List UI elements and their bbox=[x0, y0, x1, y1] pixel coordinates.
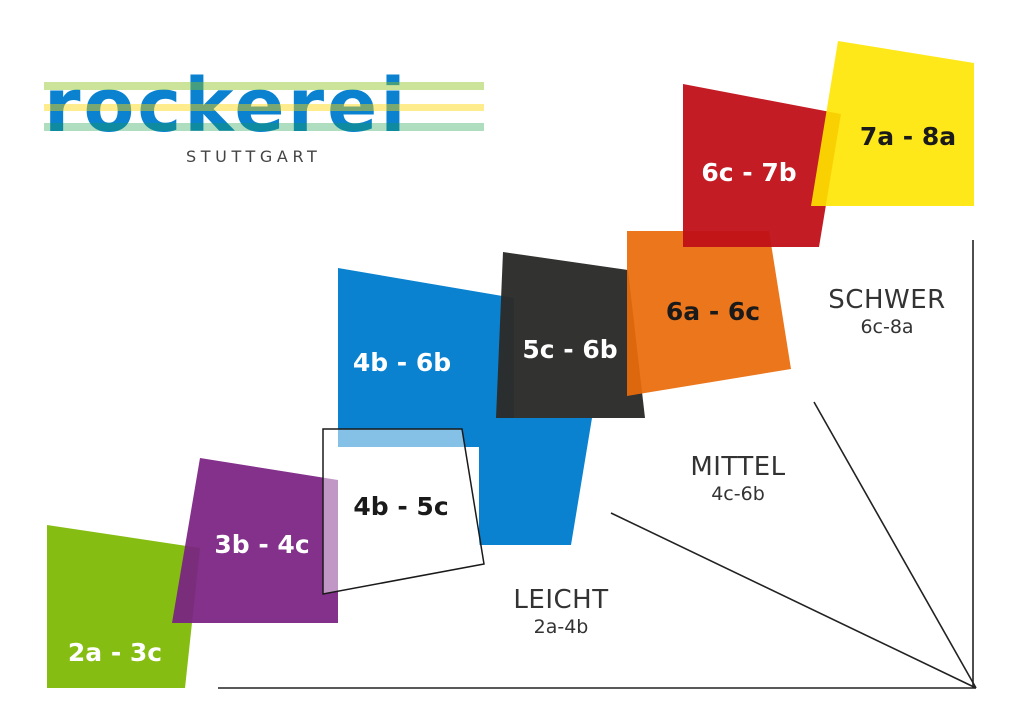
category-name: MITTEL bbox=[690, 452, 786, 482]
divider-mittel-schwer bbox=[813, 401, 977, 689]
category-name: LEICHT bbox=[513, 585, 609, 615]
grade-shapes bbox=[47, 41, 974, 688]
logo-subtitle: STUTTGART bbox=[186, 147, 322, 166]
grade-label-6a-6c: 6a - 6c bbox=[666, 297, 760, 326]
grade-label-6c-7b: 6c - 7b bbox=[701, 158, 796, 187]
category-mittel: MITTEL 4c-6b bbox=[663, 452, 813, 506]
grade-label-4b-6b: 4b - 6b bbox=[353, 348, 451, 377]
grade-shape-3b-4c bbox=[172, 458, 338, 623]
grade-shape-6a-6c bbox=[627, 231, 791, 396]
axes bbox=[218, 240, 977, 689]
grade-shape-5c-6b bbox=[496, 252, 645, 418]
grade-label-3b-4c: 3b - 4c bbox=[214, 530, 309, 559]
grade-shape-4b-5c bbox=[322, 428, 485, 595]
grade-shape-6c-7b bbox=[683, 84, 841, 247]
grade-shape-4b-6b bbox=[338, 268, 592, 545]
grade-shape-2a-3c bbox=[47, 525, 200, 688]
category-name: SCHWER bbox=[828, 285, 946, 315]
category-range: 6c-8a bbox=[860, 316, 914, 338]
grade-label-5c-6b: 5c - 6b bbox=[522, 335, 617, 364]
logo-stripe-dark-green bbox=[44, 123, 484, 131]
category-range: 2a-4b bbox=[533, 616, 589, 638]
rockerei-logo: rockerei bbox=[44, 63, 484, 149]
grade-label-2a-3c: 2a - 3c bbox=[68, 638, 162, 667]
category-range: 4c-6b bbox=[711, 483, 765, 505]
logo-stripe-yellow bbox=[44, 104, 484, 111]
divider-leicht-mittel bbox=[610, 512, 977, 689]
logo-wordmark: rockerei bbox=[44, 63, 409, 149]
grade-labels: 2a - 3c 3b - 4c 4b - 5c 4b - 6b 5c - 6b … bbox=[68, 122, 956, 667]
grade-label-4b-5c: 4b - 5c bbox=[353, 492, 448, 521]
category-schwer: SCHWER 6c-8a bbox=[812, 285, 962, 339]
grade-label-7a-8a: 7a - 8a bbox=[860, 122, 956, 151]
category-leicht: LEICHT 2a-4b bbox=[486, 585, 636, 639]
logo-stripe-green bbox=[44, 82, 484, 90]
grade-shape-7a-8a bbox=[811, 41, 974, 206]
